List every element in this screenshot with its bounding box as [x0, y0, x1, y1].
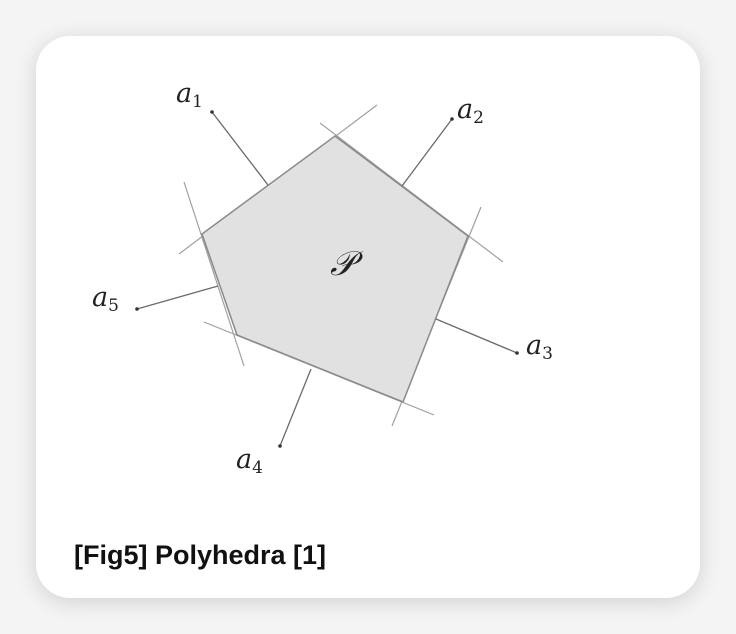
hyperplane-2 [319, 122, 504, 263]
normal-a4-arrow [279, 368, 312, 447]
normal-a4-tip [278, 444, 282, 448]
polyhedron-diagram: 𝒫 a1 a2 a3 a4 a5 [36, 36, 700, 516]
diagram-svg: 𝒫 a1 a2 a3 a4 a5 [92, 78, 553, 478]
normal-label-a2: a2 [457, 94, 484, 128]
normal-a1-tip [210, 110, 214, 114]
normal-a3-tip [515, 351, 519, 355]
figure-card: 𝒫 a1 a2 a3 a4 a5 [Fig5] Polyhedra [1] [36, 36, 700, 598]
normal-label-a1: a1 [176, 78, 203, 112]
normal-a1-arrow [211, 111, 269, 186]
normal-a2-arrow [401, 118, 453, 187]
polyhedron-p [201, 135, 469, 403]
normal-a5-arrow [136, 285, 219, 310]
figure-caption: [Fig5] Polyhedra [1] [74, 540, 327, 570]
normal-a5-tip [135, 307, 139, 311]
normal-label-a3: a3 [526, 330, 553, 364]
normal-label-a5: a5 [92, 282, 119, 316]
normal-a3-arrow [435, 318, 518, 354]
hyperplane-5 [183, 181, 245, 367]
normal-a2-tip [450, 117, 454, 121]
normal-label-a4: a4 [236, 444, 263, 478]
normal-arrows [135, 110, 519, 448]
